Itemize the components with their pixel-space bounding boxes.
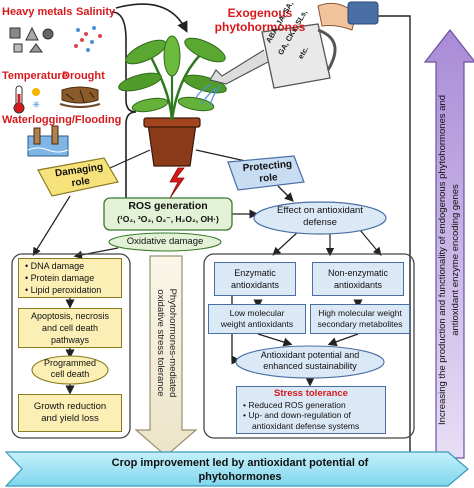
effect-line1: Effect on antioxidant [277, 205, 363, 216]
potential-label: Antioxidant potential and enhanced susta… [240, 350, 380, 372]
protecting-role-shape [227, 155, 305, 191]
watering-can [261, 23, 331, 89]
pcd-line2: cell death [50, 369, 90, 379]
center-arrow-line2: oxidative stress tolerance [155, 289, 166, 397]
damaging-role-shape [37, 157, 119, 197]
highmw-line2: secondary metabolites [317, 319, 403, 329]
enzymatic-line2: antioxidants [230, 280, 280, 290]
svg-text:✳: ✳ [32, 100, 40, 111]
growth-line2: and yield loss [41, 413, 99, 424]
pcd-label: Programmed cell death [32, 358, 108, 380]
growth-box: Growth reduction and yield loss [18, 394, 122, 432]
effect-label: Effect on antioxidant defense [256, 205, 384, 229]
nonenzymatic-line2: antioxidants [333, 280, 383, 290]
lightning-bolt [169, 167, 185, 199]
lowmw-line2: weight antioxidants [220, 319, 294, 329]
potential-line2: enhanced sustainability [263, 361, 357, 371]
drought-icon [59, 86, 101, 108]
damage-item: • Protein damage [25, 273, 95, 283]
stressor-drought: Drought [62, 70, 105, 82]
exogenous-line1: Exogenous [227, 6, 293, 20]
pcd-line1: Programmed [43, 358, 97, 368]
center-arrow-line1: Phytohormones-mediated [167, 288, 178, 398]
effect-shape [253, 201, 387, 235]
enzymatic-box: Enzymatic antioxidants [214, 262, 296, 296]
bottom-line1: Crop improvement led by antioxidant pote… [111, 457, 369, 469]
stress-item-cont: antioxidant defense systems [252, 420, 360, 431]
damage-list-box: • DNA damage • Protein damage • Lipid pe… [18, 258, 122, 298]
ros-box [103, 197, 233, 231]
stress-tolerance-title: Stress tolerance [274, 388, 348, 399]
stressor-waterlogging: Waterlogging/Flooding [2, 114, 122, 126]
stressor-temperature: Temperature [2, 70, 68, 82]
nonenzymatic-line1: Non-enzymatic [327, 268, 389, 278]
oxidative-damage-shape [108, 232, 222, 252]
thermometer-icon: ✳ [13, 85, 40, 114]
pcd-shape [31, 355, 109, 385]
nonenzymatic-box: Non-enzymatic antioxidants [312, 262, 404, 296]
damage-item: • DNA damage [25, 261, 85, 271]
stress-item: • Up- and down-regulation of [243, 410, 351, 420]
hand [317, 2, 357, 31]
lowmw-box: Low molecular weight antioxidants [208, 304, 306, 334]
highmw-line1: High molecular weight [318, 308, 402, 318]
right-panel [203, 253, 415, 439]
effect-line2: defense [303, 217, 337, 228]
stressor-heavy-metals: Heavy metals [2, 6, 73, 18]
enzymatic-line1: Enzymatic [234, 268, 276, 278]
exogenous-line2: phytohormones [214, 20, 306, 34]
side-arrow-line2: antioxidant enzyme encoding genes [450, 184, 461, 336]
stressor-salinity: Salinity [76, 6, 116, 18]
left-panel [11, 253, 131, 439]
lowmw-line1: Low molecular [229, 308, 285, 318]
apoptosis-box: Apoptosis, necrosis and cell death pathw… [18, 308, 122, 348]
plant-pot [147, 123, 197, 167]
side-arrow-line1: Increasing the production and functional… [437, 94, 448, 426]
potential-line1: Antioxidant potential and [260, 350, 360, 360]
potential-shape [235, 345, 385, 379]
bottom-arrow-text: Crop improvement led by antioxidant pote… [30, 456, 450, 484]
ros-species: (¹O₂, ³O₂, O₂⁻, H₂O₂, OH·) [117, 214, 219, 224]
highmw-box: High molecular weight secondary metaboli… [310, 304, 410, 334]
salinity-icon [74, 26, 102, 52]
ros-title: ROS generation [128, 200, 208, 212]
heavy-metals-icon [9, 26, 54, 53]
bottom-line2: phytohormones [198, 471, 282, 483]
center-arrow [134, 255, 198, 457]
side-arrow-text: Increasing the production and functional… [436, 64, 464, 456]
growth-line1: Growth reduction [33, 401, 107, 412]
bottom-arrow [4, 451, 469, 487]
flooding-icon [27, 125, 69, 157]
center-arrow-text: Phytohormones-mediated oxidative stress … [154, 258, 178, 428]
stress-tolerance-box: Stress tolerance • Reduced ROS generatio… [236, 386, 386, 434]
purple-side-arrow [423, 29, 474, 459]
damage-item: • Lipid peroxidation [25, 285, 102, 295]
oxidative-damage-label: Oxidative damage [126, 236, 204, 247]
stress-item: • Reduced ROS generation [243, 399, 346, 410]
